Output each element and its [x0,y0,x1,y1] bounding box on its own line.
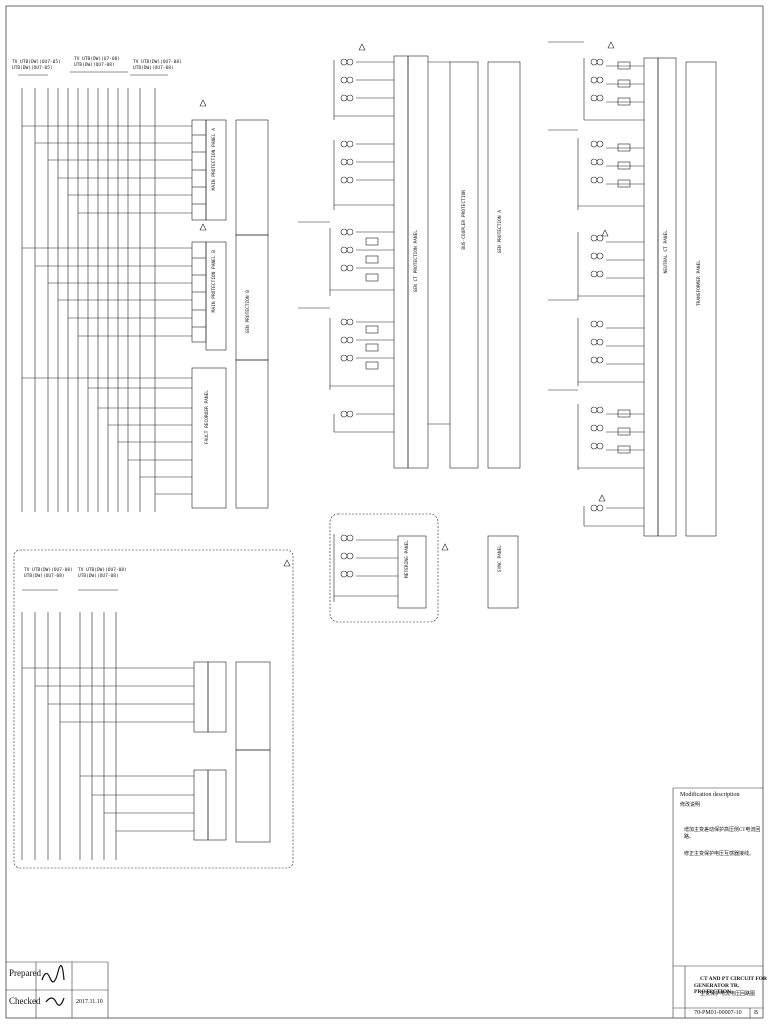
right-group-label: NEUTRAL CT PANEL [664,230,669,274]
top-left-header-label: TV UTB(DW)(OU7-05) [12,60,61,65]
device-label: GEN CT PROTECTION PANEL [414,230,419,293]
modification-note: 修正主变保护电压互感器接线。 [684,852,755,857]
modification-note: 增加主变差动保护高压侧CT电流回路。 [684,828,761,840]
device-label: MAIN PROTECTION PANEL B [212,250,217,313]
device-label: FAULT RECORDER PANEL [205,390,210,445]
right-group-label: TRANSFORMER PANEL [697,260,702,307]
bottom-left-header-label: TV UTB(DW)(OU7-08) [24,568,73,573]
bottom-left-header-label: UTB(DW)(OU7-08) [24,574,65,579]
bottom-left-circuit [13,549,294,869]
device-label: METERING PANEL [405,540,410,578]
top-left-header-label: TV UTB(DW)(U7-08) [74,57,121,62]
title-block-frame [6,787,763,1018]
center-circuit [298,55,521,469]
top-left-circuit [18,71,269,512]
right-group-label: SYNC PANEL [498,545,503,573]
bottom-left-header-label: UTB(DW)(OU7-08) [78,574,119,579]
signature-scribble-icon [41,965,65,1006]
prepared-label: Prepared [9,968,41,978]
right-group-label: GEN PROTECTION B [246,290,251,334]
right-circuit [365,41,717,537]
right-group-label: GEN PROTECTION A [498,210,503,254]
modification-subtitle: 修改说明 [680,803,701,808]
modification-title: Modification description [680,792,740,798]
drawing-title-line: CT AND PT CIRCUIT FOR [700,976,767,982]
device-label: BUS-COUPLER PROTECTION [462,190,467,250]
top-left-header-label: UTB(DW)(OU7-08) [74,63,115,68]
top-left-header-label: TV UTB(DW)(OU7-08) [133,60,182,65]
top-left-header-label: UTB(DW)(OU7-08) [133,66,174,71]
top-left-header-label: UTB(DW)(OU7-05) [12,66,53,71]
device-label: MAIN PROTECTION PANEL A [212,128,217,191]
ct-coil-group [590,58,604,512]
drawing-title-line: GENERATOR TR. PROTECTION [694,983,740,995]
drawing-number: 70-PM01-00007-10 [694,1010,742,1016]
drawing-title-line: 主变保护电流电压回路图 [700,992,756,997]
signature-date: 2017.11.10 [76,999,103,1005]
bottom-left-header-label: TV UTB(DW)(OU7-08) [78,568,127,573]
revision-letter: B [754,1010,759,1016]
ct-coil-group [340,58,354,418]
sheet-border [5,5,764,1019]
revision-triangle-icon [199,41,615,567]
checked-label: Checked [9,996,41,1006]
center-bottom-circuit [329,513,519,623]
